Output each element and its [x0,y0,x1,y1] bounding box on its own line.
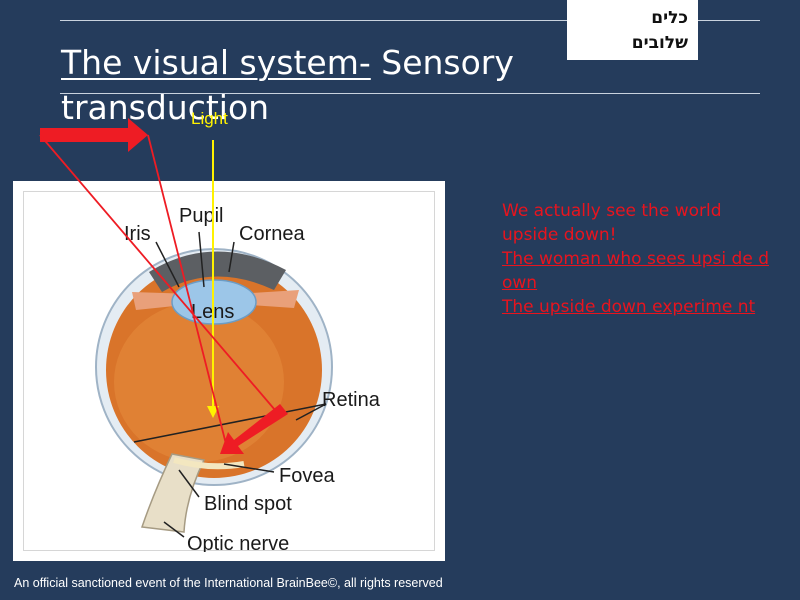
footer-text: An official sanctioned event of the Inte… [14,576,443,590]
eye-diagram-panel: Pupil Iris Cornea Lens Retina Fovea Blin… [23,191,435,555]
eye-diagram: Pupil Iris Cornea Lens Retina Fovea Blin… [95,205,381,555]
link-upside-down-experiment[interactable]: The upside down experime nt [502,297,756,317]
label-optic-nerve: Optic nerve [187,533,289,552]
link-woman-sees-upside-down[interactable]: The woman who sees upsi de down [502,249,769,293]
label-iris: Iris [124,223,151,245]
notes-panel: We actually see the world upside down! T… [502,199,777,319]
optic-nerve-leader [163,521,185,538]
logo: כלים שלובים [567,0,698,60]
fovea-leader [223,463,275,473]
optic-nerve-shape [140,453,206,533]
logo-line-2: שלובים [631,33,688,53]
blind-spot-leader [178,469,200,498]
title-rule [60,93,760,94]
label-lens: Lens [191,301,234,323]
title-underlined: The visual system- [61,43,371,82]
fovea-shape [173,457,245,470]
label-blind-spot: Blind spot [204,493,292,515]
top-rule [60,20,760,21]
label-cornea: Cornea [239,223,305,245]
slide-title: The visual system- Sensory transduction [61,40,561,130]
upside-down-statement: We actually see the world upside down! [502,201,722,245]
logo-line-1: כלים [651,8,688,28]
label-pupil: Pupil [179,205,223,227]
vitreous-highlight [114,302,284,462]
eye-diagram-frame: Pupil Iris Cornea Lens Retina Fovea Blin… [13,181,445,561]
label-retina: Retina [322,389,381,411]
retina-leader-1 [295,403,327,421]
label-fovea: Fovea [279,465,335,487]
